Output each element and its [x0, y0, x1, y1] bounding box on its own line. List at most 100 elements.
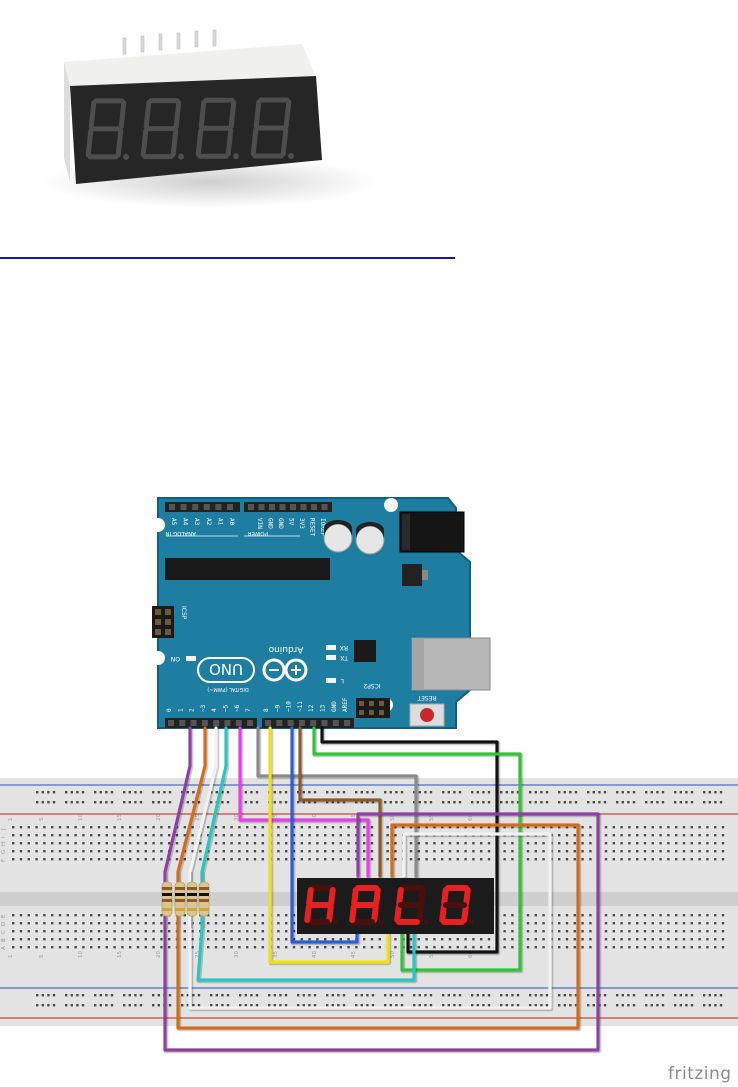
terminal-hole [97, 826, 101, 829]
terminal-hole [97, 842, 101, 845]
terminal-hole [300, 858, 303, 861]
terminal-hole [90, 946, 93, 949]
rail-hole [627, 1004, 630, 1007]
terminal-hole [682, 914, 686, 917]
terminal-hole [386, 858, 389, 861]
rail-hole [442, 994, 445, 997]
terminal-hole [160, 946, 163, 949]
terminal-hole [261, 930, 264, 933]
terminal-hole [604, 834, 608, 837]
terminal-hole [292, 914, 296, 917]
photo-decimal-point [178, 153, 184, 160]
terminal-hole [58, 842, 62, 845]
terminal-hole [144, 842, 147, 845]
rail-hole [400, 1004, 404, 1007]
terminal-hole [526, 914, 530, 917]
terminal-hole [82, 922, 85, 925]
terminal-hole [425, 850, 428, 853]
terminal-hole [487, 826, 491, 829]
terminal-hole [667, 842, 670, 845]
resistor-band [162, 893, 172, 896]
terminal-hole [74, 826, 77, 829]
terminal-hole [51, 930, 54, 933]
terminal-hole [136, 938, 140, 941]
row-letter: H [1, 842, 7, 846]
reset-button[interactable] [409, 703, 445, 727]
terminal-hole [129, 834, 132, 837]
terminal-hole [277, 858, 280, 861]
rail-hole [447, 791, 450, 794]
terminal-hole [612, 842, 615, 845]
terminal-hole [19, 834, 23, 837]
terminal-hole [573, 850, 576, 853]
terminal-hole [581, 850, 584, 853]
rail-hole [598, 801, 601, 804]
rail-hole [458, 1004, 462, 1007]
rail-hole [371, 1004, 375, 1007]
terminal-hole [199, 858, 202, 861]
terminal-hole [542, 930, 545, 933]
rail-hole [192, 801, 195, 804]
rail-hole [342, 791, 346, 794]
terminal-hole [409, 858, 413, 861]
terminal-hole [222, 850, 225, 853]
terminal-hole [90, 922, 93, 925]
terminal-hole [698, 930, 701, 933]
terminal-hole [682, 826, 686, 829]
rx-led-label: RX [340, 644, 348, 651]
rail-hole [442, 1004, 445, 1007]
link-underline[interactable] [0, 257, 455, 259]
terminal-hole [565, 834, 569, 837]
column-number: 60 [468, 814, 474, 821]
rail-hole [413, 1004, 416, 1007]
terminal-hole [347, 938, 350, 941]
terminal-hole [714, 842, 717, 845]
terminal-hole [35, 850, 38, 853]
analog-pin-label: A0 [228, 518, 235, 526]
terminal-hole [58, 858, 62, 861]
terminal-hole [503, 914, 506, 917]
terminal-hole [643, 930, 647, 933]
terminal-hole [129, 930, 132, 933]
rail-hole [458, 801, 462, 804]
terminal-hole [97, 914, 101, 917]
rail-hole [250, 801, 253, 804]
rail-hole [719, 801, 723, 804]
terminal-hole [277, 834, 280, 837]
rail-hole [395, 1004, 398, 1007]
terminal-hole [526, 858, 530, 861]
terminal-hole [144, 938, 147, 941]
photo-digit-segment [195, 127, 204, 157]
rail-hole [250, 994, 253, 997]
rail-hole [645, 994, 648, 997]
terminal-hole [714, 922, 717, 925]
terminal-hole [503, 842, 506, 845]
terminal-hole [43, 826, 46, 829]
rail-hole [563, 994, 566, 997]
terminal-hole [651, 826, 654, 829]
dc-power-jack [399, 511, 465, 553]
terminal-hole [339, 858, 342, 861]
rail-hole [105, 801, 108, 804]
header-pin [227, 504, 233, 510]
terminal-hole [230, 922, 233, 925]
terminal-hole [238, 858, 241, 861]
digital-pin-label: AREF [342, 697, 349, 712]
terminal-hole [19, 826, 23, 829]
terminal-hole [253, 826, 257, 829]
terminal-hole [682, 938, 686, 941]
terminal-hole [511, 922, 514, 925]
terminal-hole [51, 914, 54, 917]
header-pin [344, 720, 351, 726]
terminal-hole [714, 930, 717, 933]
terminal-hole [191, 930, 194, 933]
photo-digit-segment [250, 127, 259, 157]
rail-hole [661, 791, 665, 794]
rail-hole [47, 1004, 50, 1007]
terminal-hole [480, 858, 483, 861]
analog-header-label: ANALOG IN [165, 530, 196, 536]
terminal-hole [503, 922, 506, 925]
terminal-hole [285, 922, 288, 925]
icsp-label: ICSP [180, 606, 187, 620]
rail-hole [545, 1004, 549, 1007]
